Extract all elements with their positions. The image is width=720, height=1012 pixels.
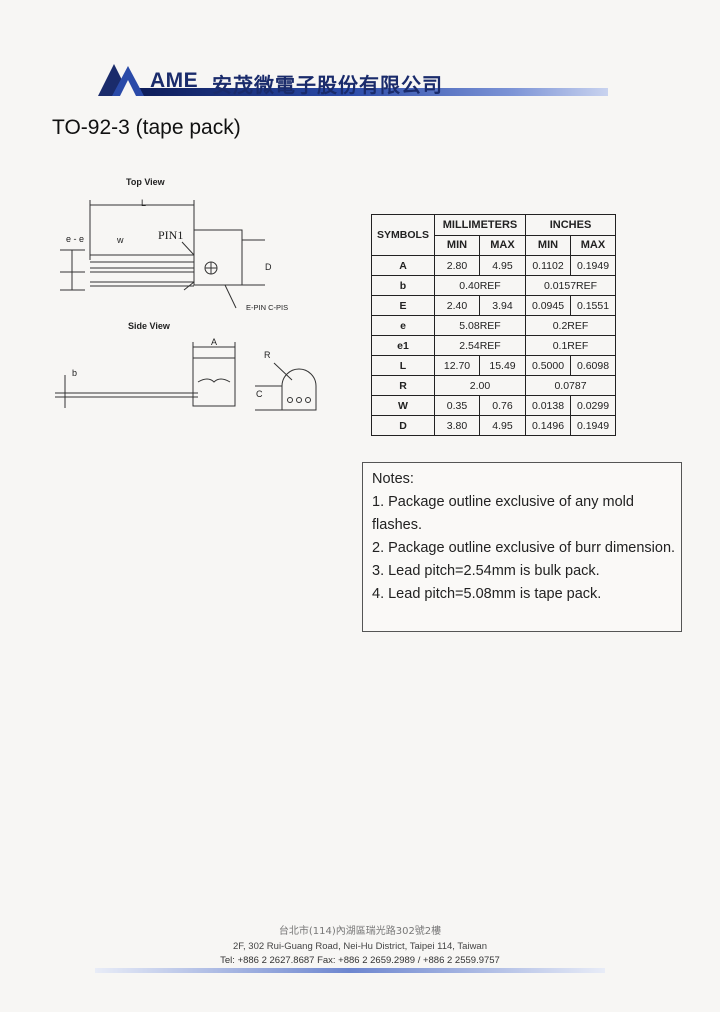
mm-min-cell: 2.40 <box>434 295 480 316</box>
symbol-cell: W <box>371 395 435 416</box>
footer-bar <box>95 968 605 973</box>
dim-D-label: D <box>265 262 272 272</box>
symbol-cell: R <box>371 375 435 396</box>
in-ref-cell: 0.0157REF <box>525 275 616 296</box>
mm-min-cell: 0.35 <box>434 395 480 416</box>
symbol-cell: b <box>371 275 435 296</box>
in-max-cell: 0.1949 <box>570 415 616 436</box>
in-ref-cell: 0.0787 <box>525 375 616 396</box>
mm-min-cell: 3.80 <box>434 415 480 436</box>
mm-min-cell: 2.80 <box>434 255 480 276</box>
table-row: R 2.00 0.0787 <box>371 375 616 396</box>
in-max-cell: 0.6098 <box>570 355 616 376</box>
symbol-cell: e <box>371 315 435 336</box>
dimension-table: SYMBOLS MILLIMETERS INCHES MIN MAX MIN M… <box>371 214 616 436</box>
note-line: 4. Lead pitch=5.08mm is tape pack. <box>372 586 602 602</box>
table-row: A 2.80 4.95 0.1102 0.1949 <box>371 255 616 276</box>
table-row: D 3.80 4.95 0.1496 0.1949 <box>371 415 616 436</box>
pin1-label: PIN1 <box>158 228 184 242</box>
header-inches: INCHES <box>525 214 616 236</box>
header-mm-max: MAX <box>479 234 526 256</box>
dim-C-label: C <box>256 389 263 399</box>
mm-max-cell: 3.94 <box>479 295 526 316</box>
in-min-cell: 0.0138 <box>525 395 571 416</box>
notes-title: Notes: <box>372 471 414 487</box>
mm-ref-cell: 2.54REF <box>434 335 526 356</box>
mm-max-cell: 0.76 <box>479 395 526 416</box>
epin-label: E-PIN C-PIS <box>246 303 289 312</box>
header-in-min: MIN <box>525 234 571 256</box>
brand-name: AME <box>150 69 199 92</box>
dim-w-label: w <box>117 235 124 245</box>
ame-logo-icon <box>98 64 144 96</box>
note-line: 3. Lead pitch=2.54mm is bulk pack. <box>372 563 600 579</box>
symbol-cell: E <box>371 295 435 316</box>
footer-address: 2F, 302 Rui-Guang Road, Nei-Hu District,… <box>233 941 487 952</box>
table-subheader-row: MIN MAX MIN MAX <box>372 234 616 256</box>
mm-max-cell: 15.49 <box>479 355 526 376</box>
mm-ref-cell: 2.00 <box>434 375 526 396</box>
side-view-label: Side View <box>128 321 170 331</box>
symbol-cell: D <box>371 415 435 436</box>
header-mm-min: MIN <box>434 234 480 256</box>
page-title: TO-92-3 (tape pack) <box>52 116 241 139</box>
mm-min-cell: 12.70 <box>434 355 480 376</box>
symbol-cell: L <box>371 355 435 376</box>
header-bar <box>130 88 608 96</box>
package-outline-drawing <box>55 200 317 411</box>
in-max-cell: 0.0299 <box>570 395 616 416</box>
dim-b-label: b <box>72 368 78 378</box>
in-min-cell: 0.0945 <box>525 295 571 316</box>
note-line: 1. Package outline exclusive of any mold <box>372 494 634 510</box>
dim-A-label: A <box>211 337 218 347</box>
mm-max-cell: 4.95 <box>479 255 526 276</box>
note-line: flashes. <box>372 517 422 533</box>
table-row: b 0.40REF 0.0157REF <box>371 275 616 296</box>
symbol-cell: A <box>371 255 435 276</box>
table-header-row: SYMBOLS MILLIMETERS INCHES <box>371 214 616 256</box>
brand-name-chinese: 安茂微電子股份有限公司 <box>212 73 443 97</box>
mm-max-cell: 4.95 <box>479 415 526 436</box>
in-ref-cell: 0.1REF <box>525 335 616 356</box>
symbol-cell: e1 <box>371 335 435 356</box>
dim-R-label: R <box>264 350 271 360</box>
in-min-cell: 0.1102 <box>525 255 571 276</box>
header-millimeters: MILLIMETERS <box>434 214 526 236</box>
in-ref-cell: 0.2REF <box>525 315 616 336</box>
mm-ref-cell: 0.40REF <box>434 275 526 296</box>
header-symbols: SYMBOLS <box>371 214 435 256</box>
top-view-label: Top View <box>126 177 165 187</box>
in-min-cell: 0.1496 <box>525 415 571 436</box>
note-line: 2. Package outline exclusive of burr dim… <box>372 540 676 556</box>
table-row: W 0.35 0.76 0.0138 0.0299 <box>371 395 616 416</box>
mm-ref-cell: 5.08REF <box>434 315 526 336</box>
footer-phone: Tel: +886 2 2627.8687 Fax: +886 2 2659.2… <box>220 955 500 966</box>
in-max-cell: 0.1551 <box>570 295 616 316</box>
table-row: E 2.40 3.94 0.0945 0.1551 <box>371 295 616 316</box>
dim-L-label: L <box>141 198 147 208</box>
table-row: e 5.08REF 0.2REF <box>371 315 616 336</box>
table-row: L 12.70 15.49 0.5000 0.6098 <box>371 355 616 376</box>
footer-address-chinese: 台北市(114)內湖區瑞光路302號2樓 <box>278 926 442 937</box>
notes-box: Notes: 1. Package outline exclusive of a… <box>362 462 682 632</box>
header-in-max: MAX <box>570 234 616 256</box>
in-min-cell: 0.5000 <box>525 355 571 376</box>
in-max-cell: 0.1949 <box>570 255 616 276</box>
dim-e-e-label: e - e <box>66 234 85 244</box>
table-row: e1 2.54REF 0.1REF <box>371 335 616 356</box>
